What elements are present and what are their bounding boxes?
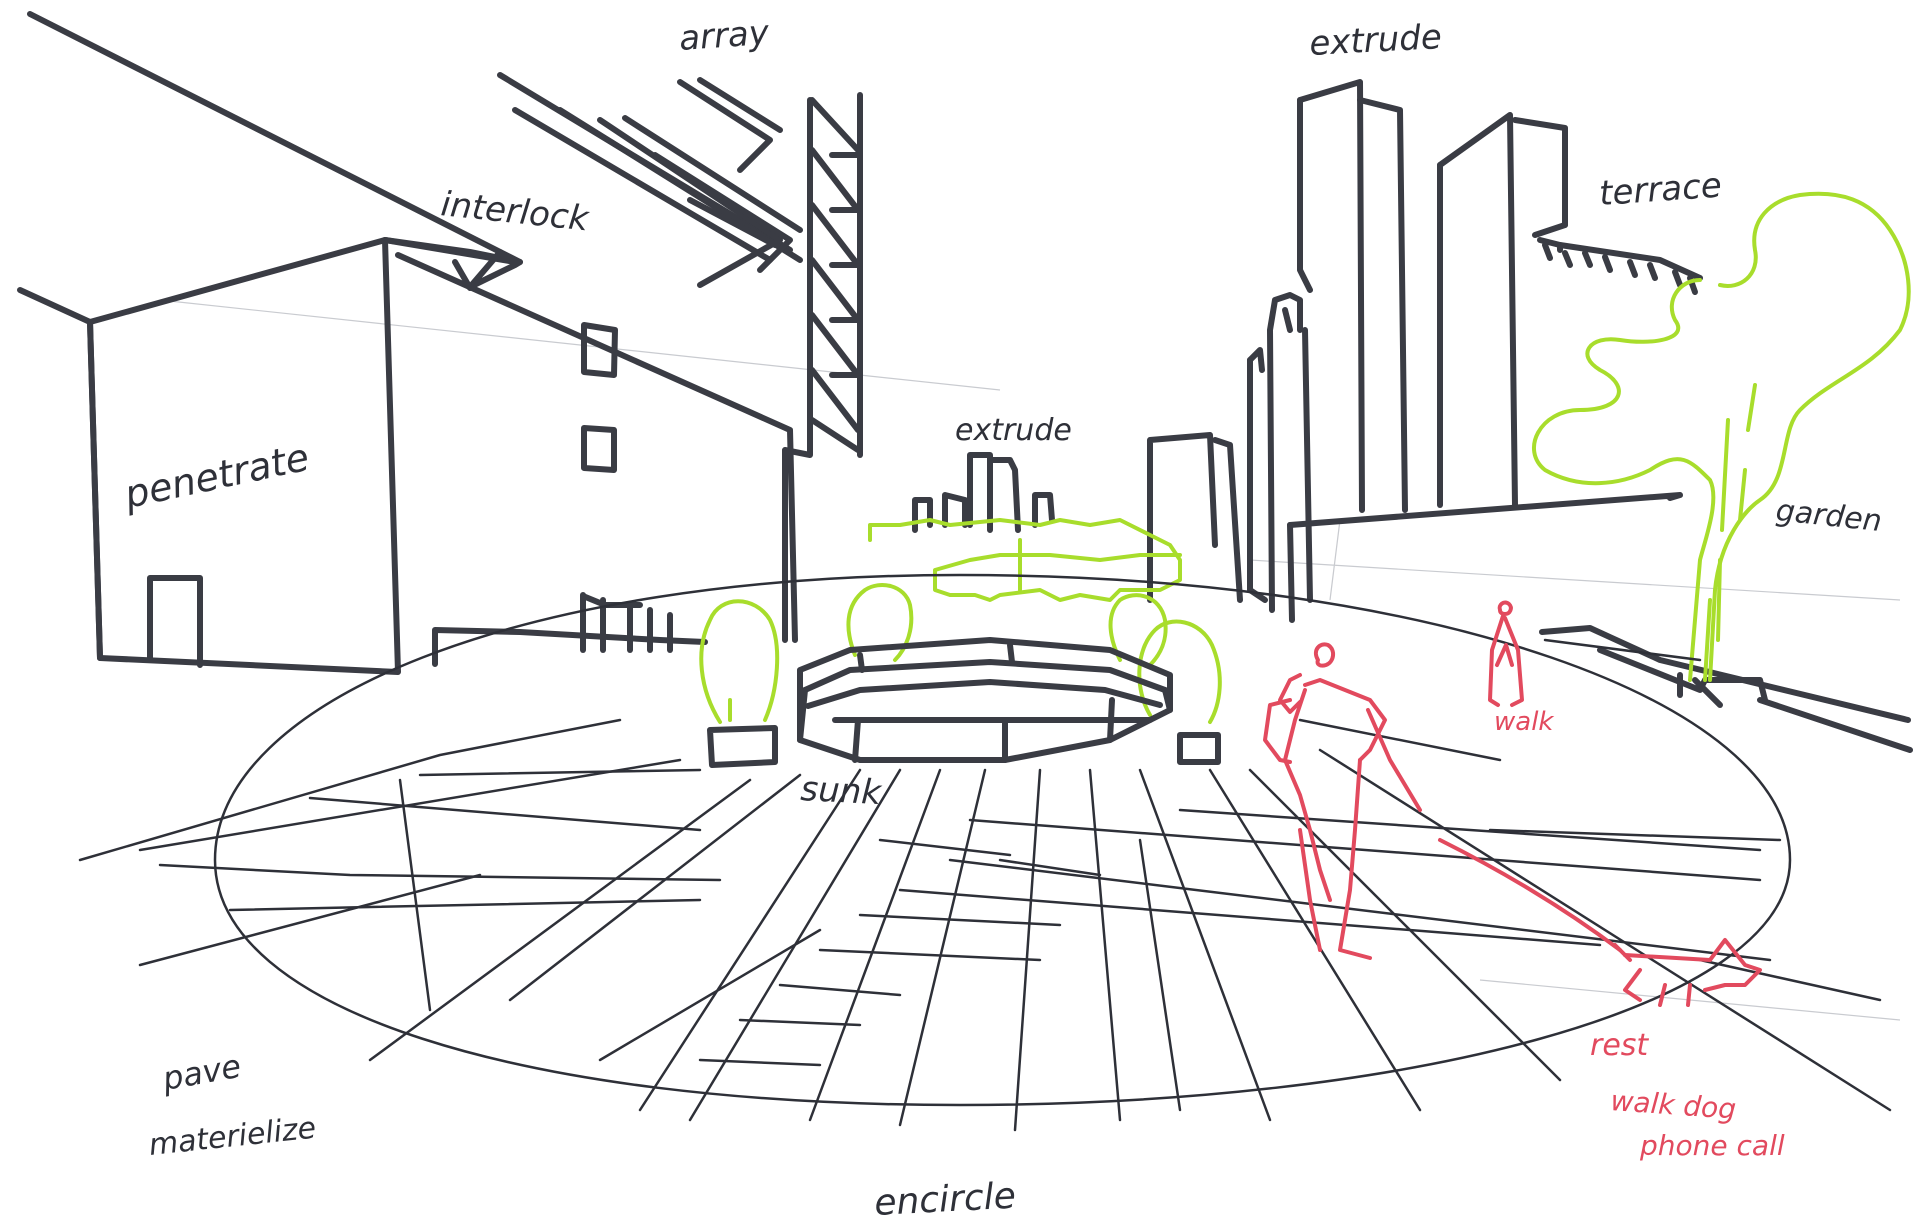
label-rest: rest	[1590, 1028, 1649, 1063]
label-penetrate: penetrate	[120, 435, 313, 517]
label-extrude-mid: extrude	[955, 413, 1072, 448]
encircle-ellipse	[215, 575, 1790, 1105]
array-tower	[785, 95, 860, 640]
label-materielize: materielize	[147, 1111, 318, 1163]
shrub-left	[701, 601, 777, 722]
label-array: array	[678, 13, 771, 59]
label-walk-dog: walk dog	[1610, 1084, 1738, 1126]
label-pave: pave	[159, 1047, 244, 1098]
label-walk: walk	[1494, 707, 1554, 737]
penetrate-building	[20, 14, 520, 672]
planter-right	[1180, 735, 1218, 762]
extrude-right-tower	[1250, 82, 1405, 610]
label-sunk: sunk	[800, 769, 884, 813]
label-phone-call: phone call	[1639, 1129, 1785, 1162]
label-garden: garden	[1774, 493, 1883, 539]
shrub-right	[1139, 622, 1220, 722]
planter-left	[710, 728, 775, 765]
right-wall	[1290, 495, 1910, 750]
array-chevrons	[500, 75, 800, 285]
label-encircle: encircle	[873, 1176, 1016, 1224]
person-walking	[1490, 603, 1522, 705]
sunk-octagon	[800, 640, 1170, 760]
label-extrude-top: extrude	[1308, 17, 1442, 64]
label-terrace: terrace	[1598, 166, 1723, 214]
person-phone-call	[1265, 644, 1420, 958]
